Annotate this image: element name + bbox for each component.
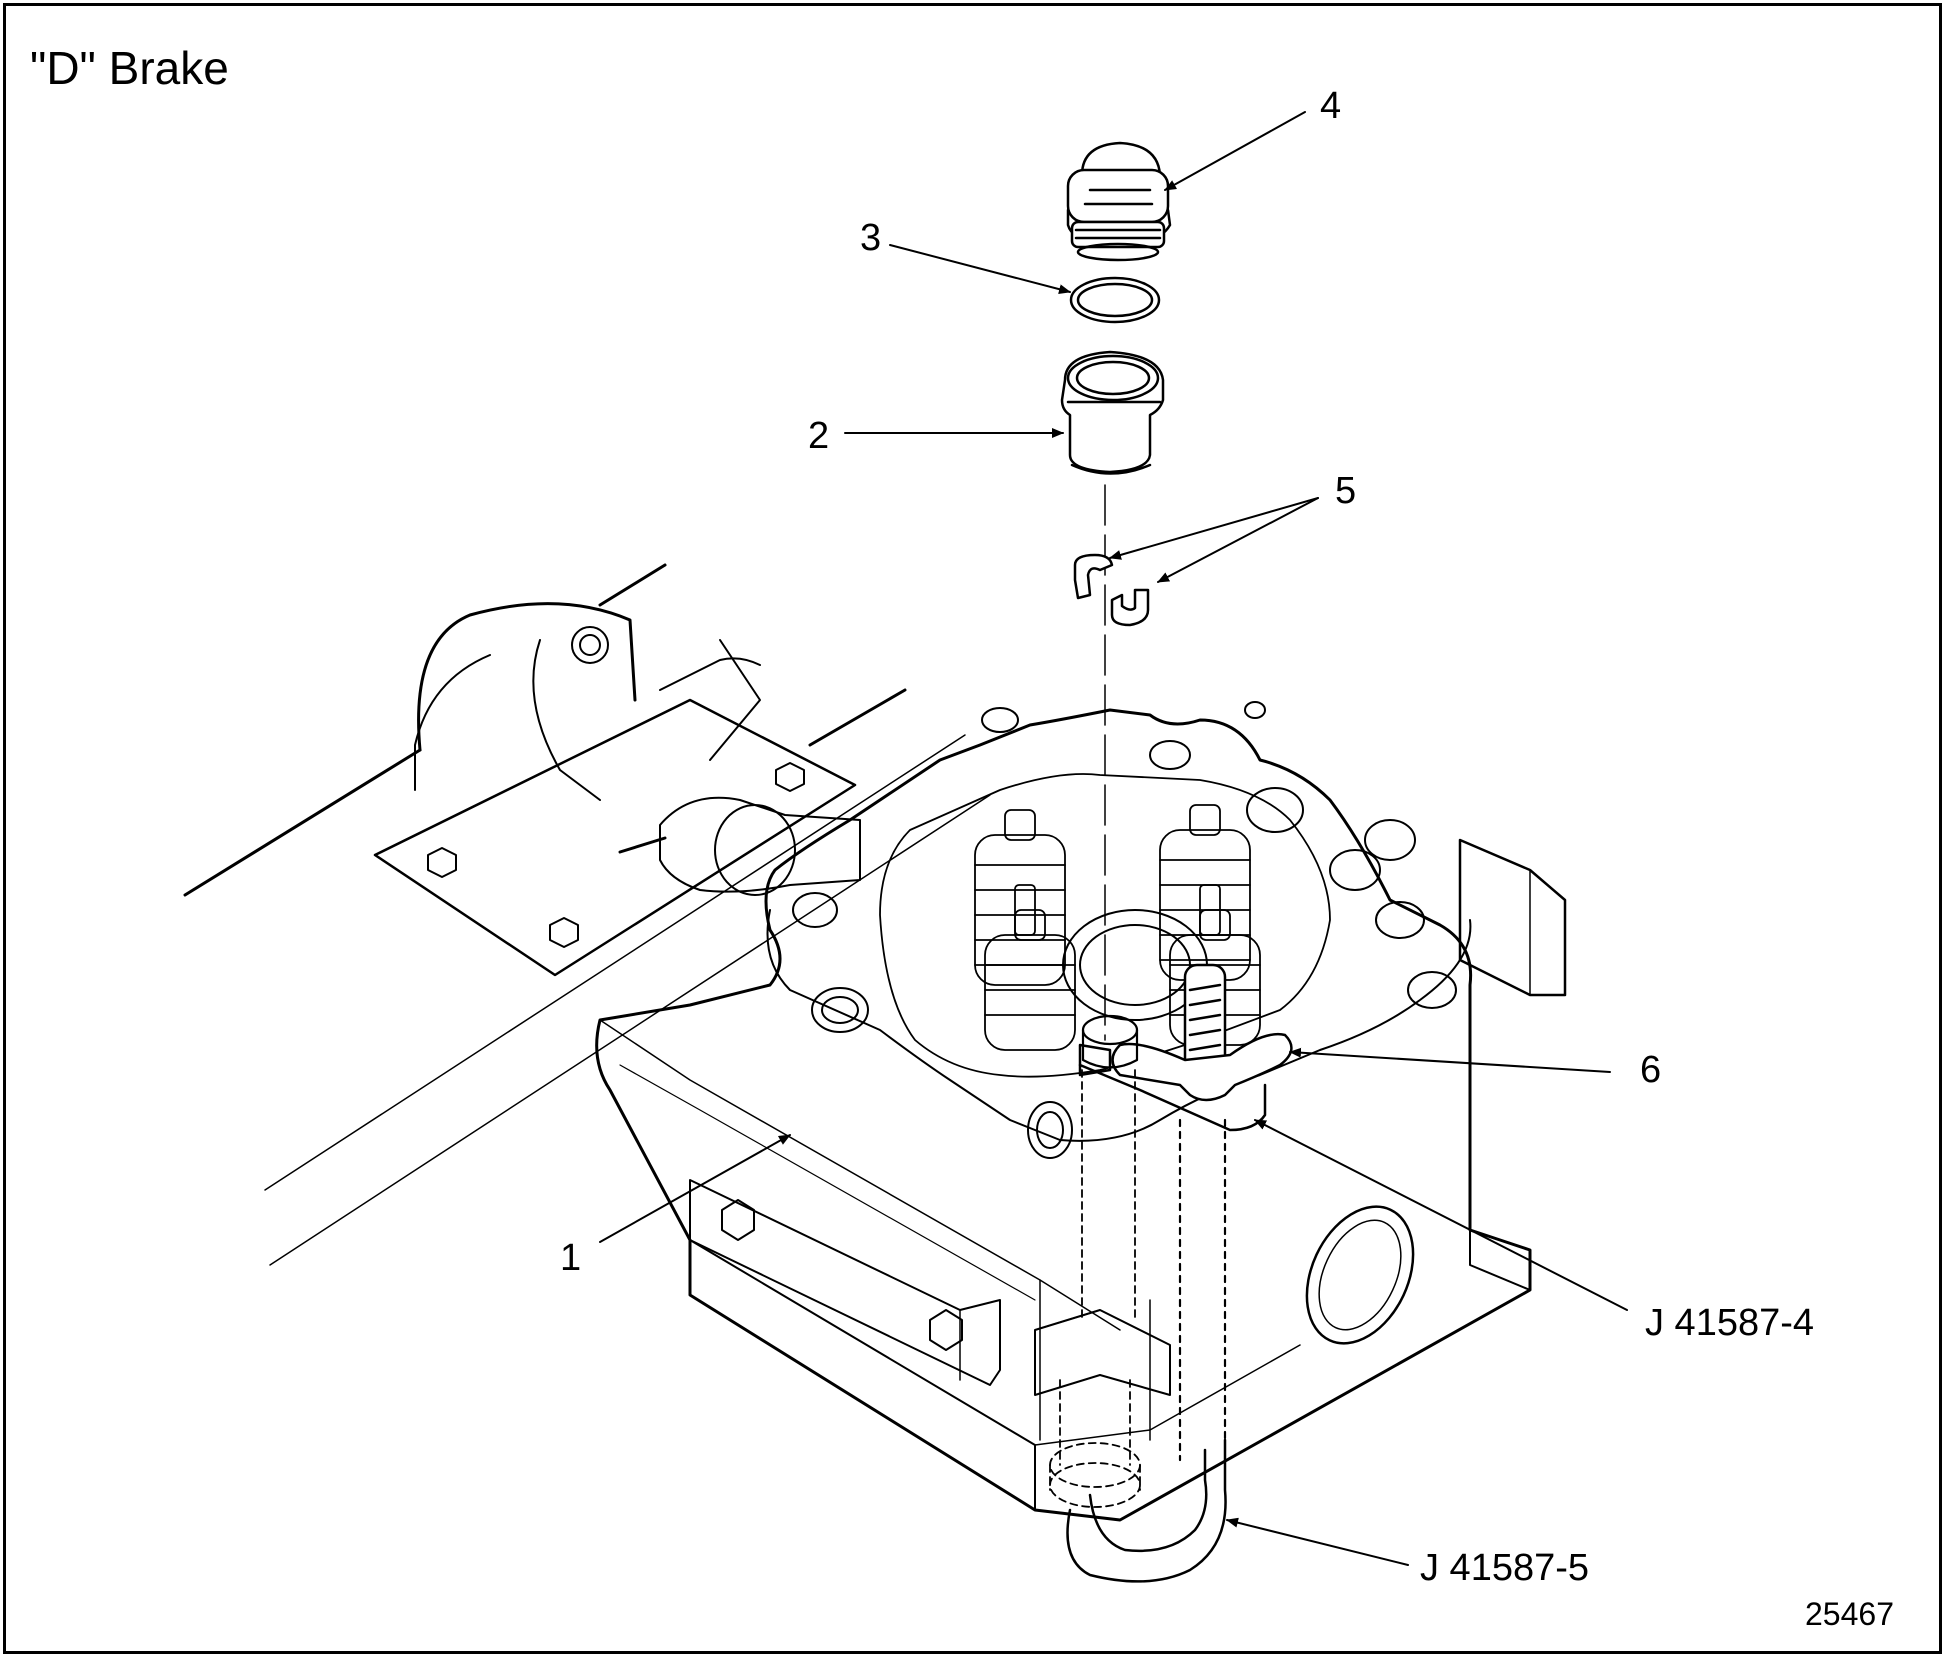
part-2-sleeve	[1060, 350, 1165, 475]
part-5-collets	[1073, 553, 1150, 627]
callout-5: 5	[1335, 470, 1356, 512]
sleeve-hidden	[1049, 1069, 1141, 1508]
side-bolts	[721, 1101, 1073, 1351]
callout-3: 3	[860, 217, 881, 259]
leader-lines	[599, 111, 1628, 1566]
frame-rail	[183, 563, 907, 897]
tool-j41587-5	[1066, 1118, 1227, 1583]
head-bolt-holes	[792, 701, 1457, 1033]
diagram-title: "D" Brake	[30, 42, 229, 94]
tool-j41587-4	[1078, 963, 1293, 1132]
cylinder-head	[595, 708, 1567, 1522]
figure-number: 25467	[1805, 1596, 1894, 1632]
callout-4: 4	[1320, 85, 1341, 127]
diagram-frame	[3, 3, 1942, 1654]
callout-tool-j41587-5: J 41587-5	[1420, 1547, 1589, 1589]
callout-1: 1	[560, 1237, 581, 1279]
part-4-plug-nut	[1066, 141, 1172, 262]
callout-6: 6	[1640, 1049, 1661, 1091]
valve-springs	[974, 804, 1261, 1051]
callout-tool-j41587-4: J 41587-4	[1645, 1302, 1814, 1344]
rocker-shaft-bracket	[373, 602, 861, 977]
sleeve-top	[1081, 1014, 1139, 1069]
lower-sleeve-block	[1034, 1309, 1171, 1396]
callout-2: 2	[808, 415, 829, 457]
frame-rail-thin	[264, 734, 991, 1266]
part-3-o-ring	[1069, 276, 1161, 324]
